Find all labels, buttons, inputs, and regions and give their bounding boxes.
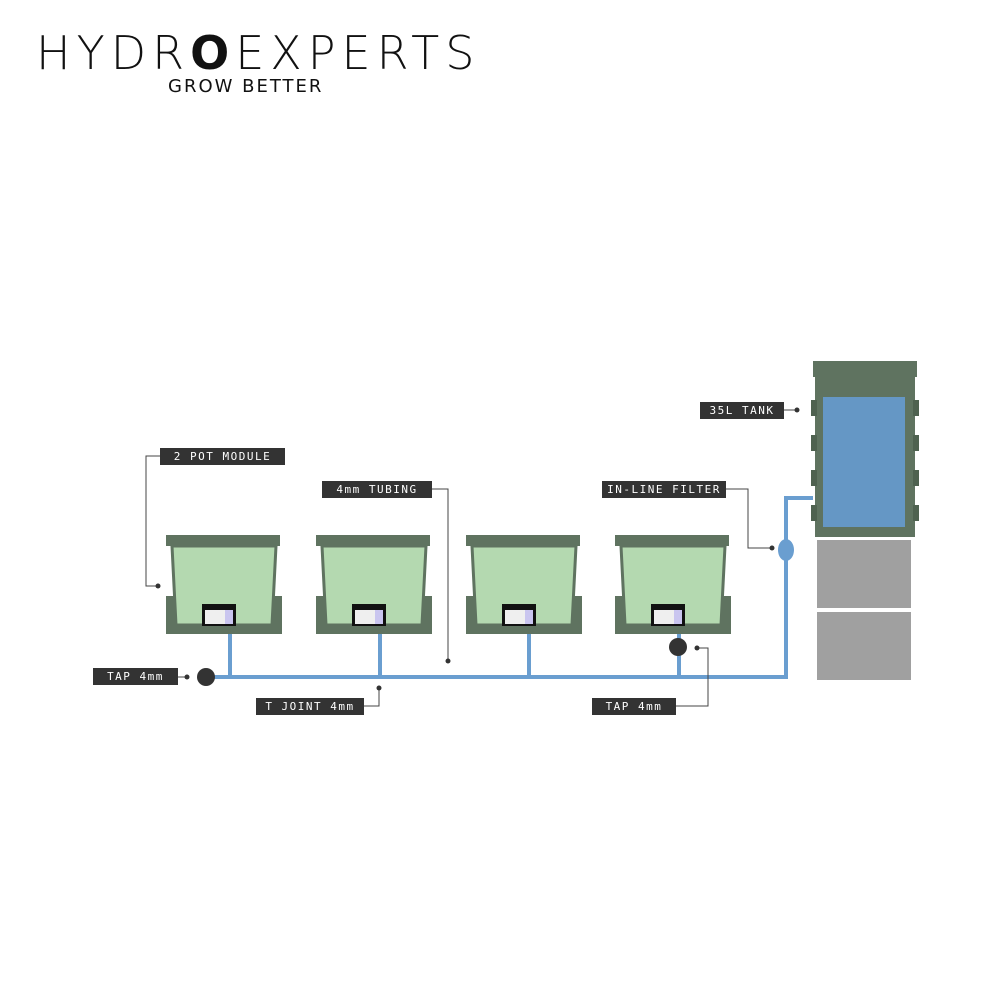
tank-stand	[817, 540, 911, 680]
label-pot-module-text: 2 POT MODULE	[174, 450, 271, 463]
brand-name-part1: HYDR	[36, 26, 191, 80]
pot-1	[166, 535, 282, 634]
label-tap-left: TAP 4mm	[93, 668, 178, 685]
label-t-joint-text: T JOINT 4mm	[265, 700, 354, 713]
brand-name: HYDROEXPERTS	[36, 28, 476, 78]
brand-name-part2: EXPERTS	[235, 26, 481, 80]
label-tubing-text: 4mm TUBING	[336, 483, 417, 496]
tank-lid	[813, 361, 917, 377]
label-pot-module: 2 POT MODULE	[160, 448, 285, 465]
leader-dots	[155, 407, 800, 691]
stand-block-upper	[817, 540, 911, 608]
label-inline-filter-text: IN-LINE FILTER	[607, 483, 721, 496]
leader-lines	[145, 409, 796, 707]
label-t-joint: T JOINT 4mm	[256, 698, 364, 715]
brand-name-drop-letter: O	[190, 26, 236, 80]
inline-filter	[778, 539, 794, 561]
tap-right	[669, 638, 687, 656]
brand-tagline: GROW BETTER	[168, 76, 324, 97]
label-tank-text: 35L TANK	[710, 404, 775, 417]
stand-block-lower	[817, 612, 911, 680]
brand-logo: HYDROEXPERTS GROW BETTER	[36, 28, 476, 97]
label-tap-right-text: TAP 4mm	[606, 700, 663, 713]
label-tap-left-text: TAP 4mm	[107, 670, 164, 683]
label-tank: 35L TANK	[700, 402, 784, 419]
label-tap-right: TAP 4mm	[592, 698, 676, 715]
pot-2	[316, 535, 432, 634]
pot-3	[466, 535, 582, 634]
label-tubing: 4mm TUBING	[322, 481, 432, 498]
tank	[811, 361, 919, 537]
tap-left	[197, 668, 215, 686]
tank-water	[823, 397, 905, 527]
pot-4	[615, 535, 731, 634]
label-inline-filter: IN-LINE FILTER	[602, 481, 726, 498]
main-tube	[206, 496, 813, 679]
